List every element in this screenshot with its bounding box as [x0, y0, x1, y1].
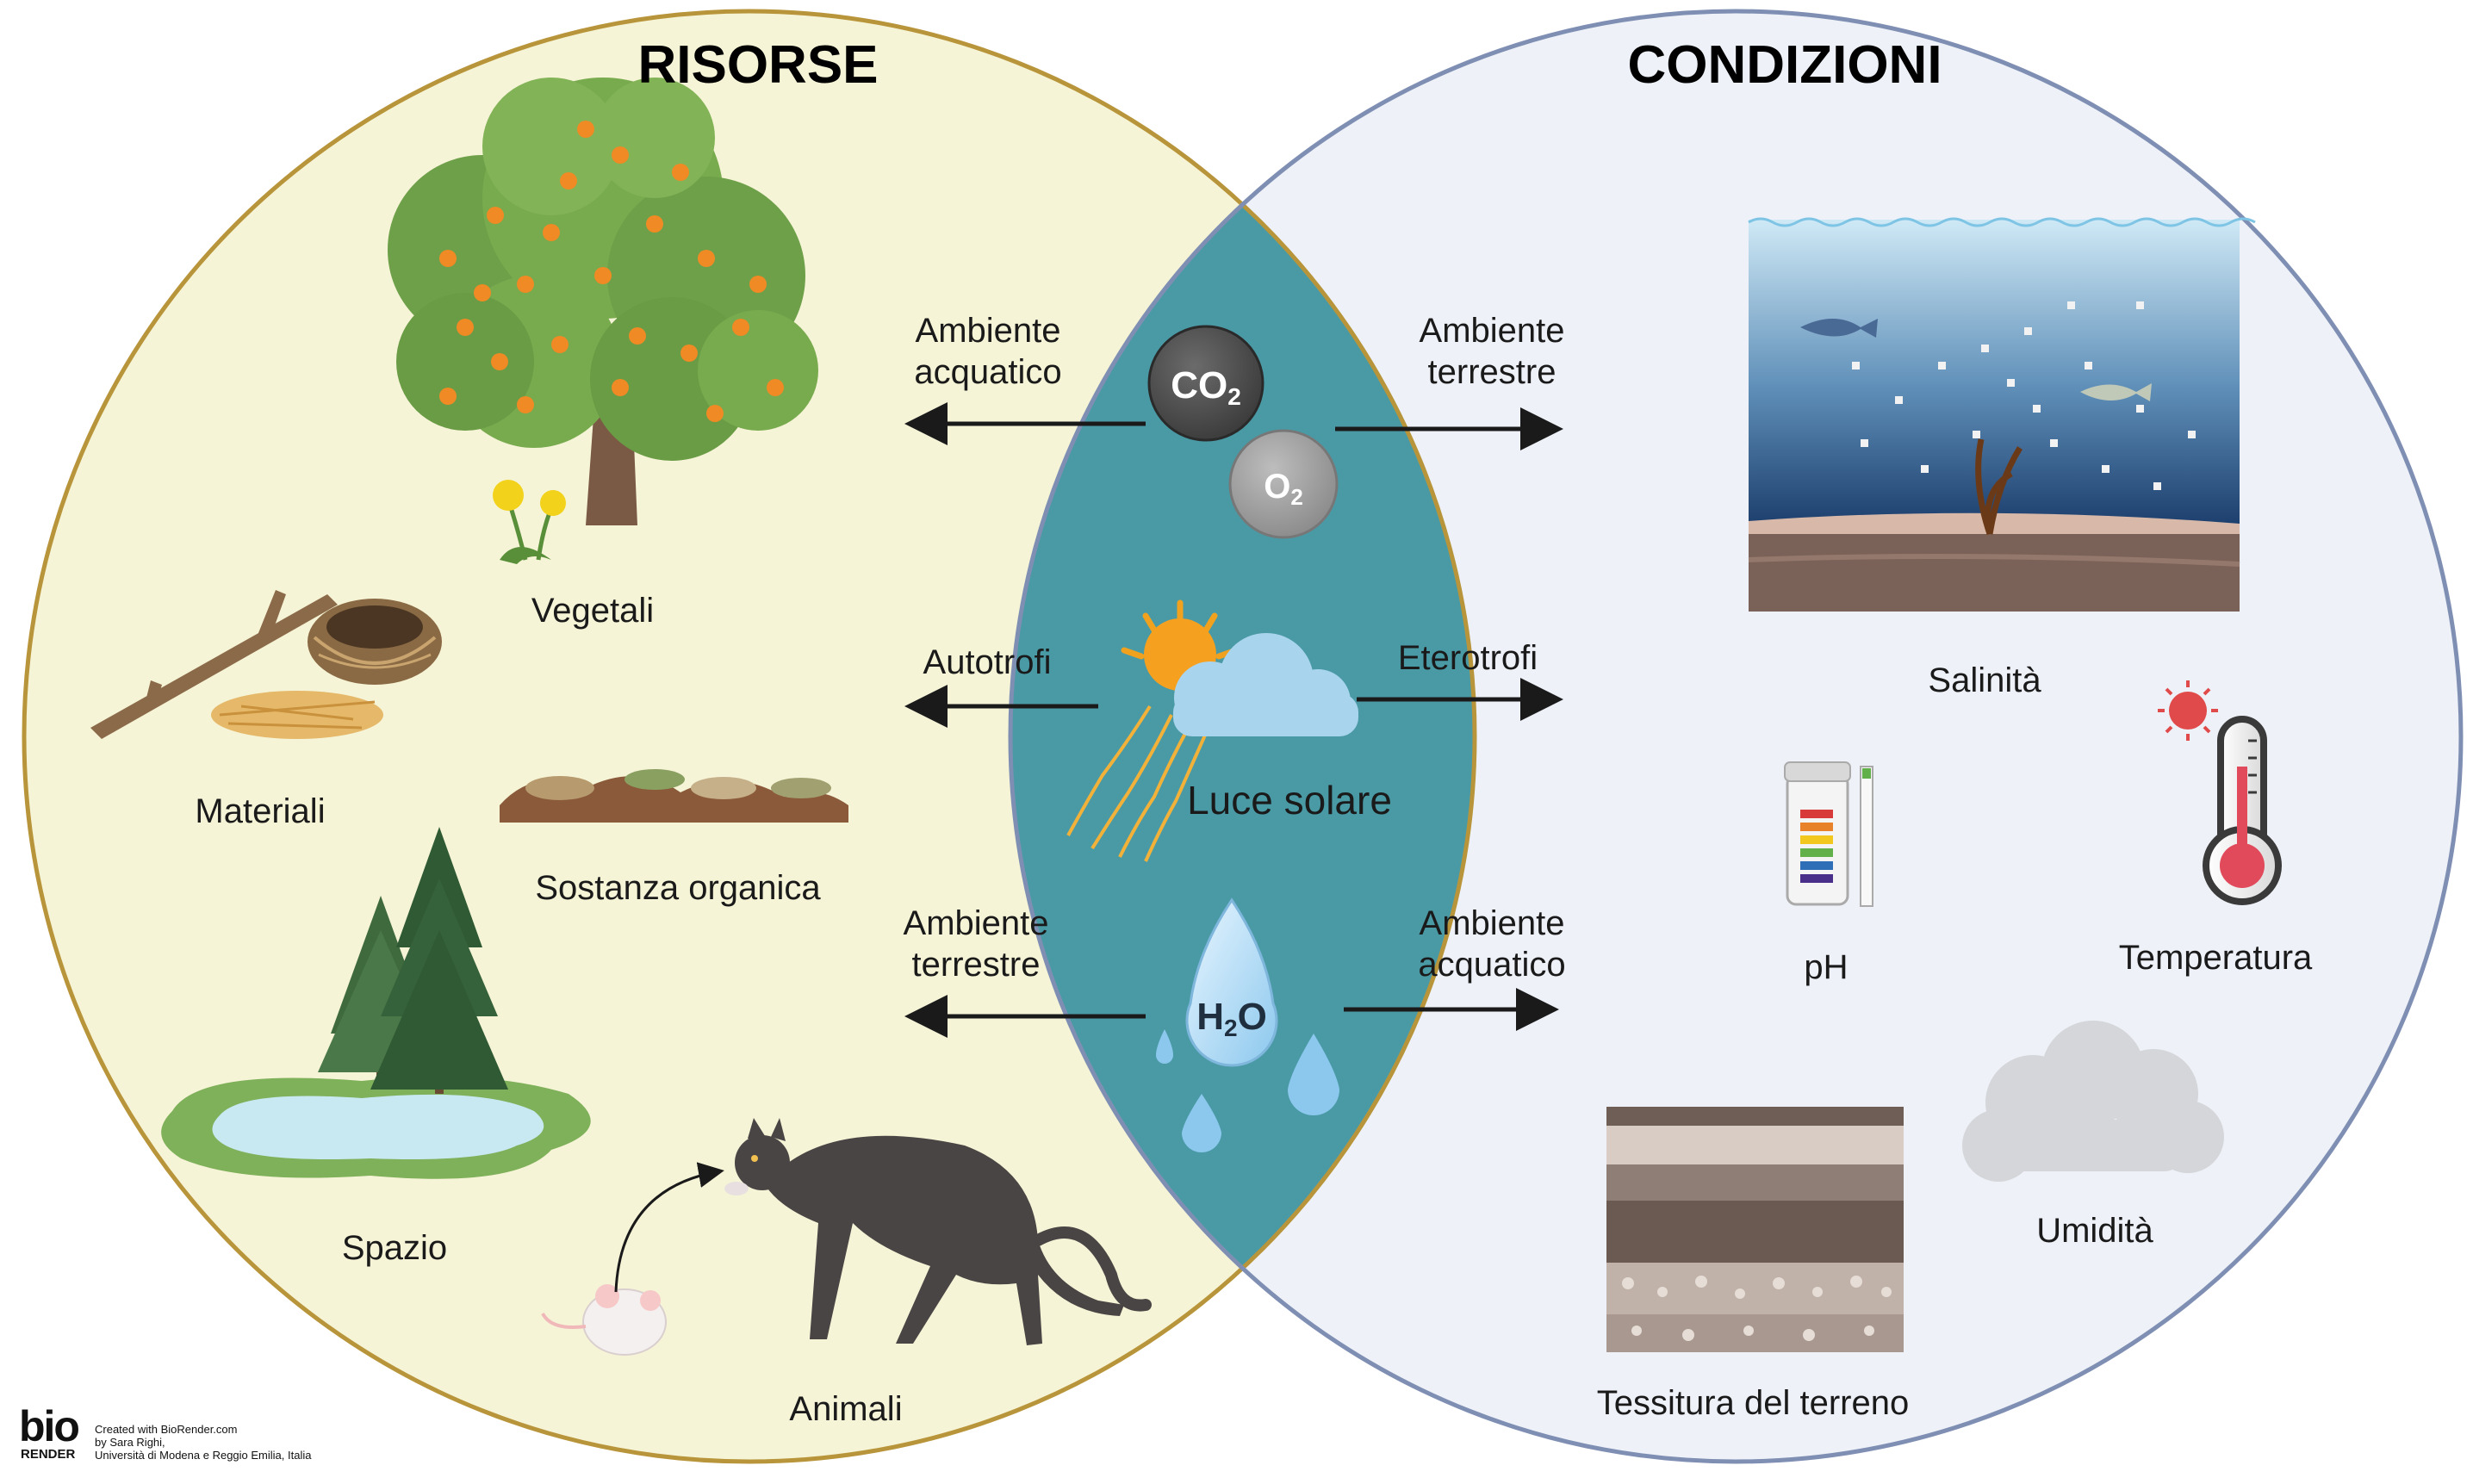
o2-label: O2 [1264, 468, 1303, 510]
credit-text: Created with BioRender.com by Sara Righi… [95, 1423, 312, 1462]
water-drop-icon [1156, 897, 1339, 1152]
label-materiali: Materiali [195, 792, 326, 830]
o2-molecule-icon [1228, 429, 1339, 539]
pine-trees-icon [318, 827, 508, 1094]
soil-layers-icon [1606, 1107, 1904, 1352]
arrows [904, 402, 1563, 1038]
organic-matter-icon [500, 769, 848, 823]
title-risorse: RISORSE [637, 35, 879, 95]
straw-icon [211, 691, 383, 739]
co2-molecule-icon [1147, 325, 1264, 442]
overlap-region [1010, 11, 1475, 1462]
sea-icon [1748, 217, 2256, 612]
ph-test-icon [1784, 761, 1873, 907]
orange-tree-icon [388, 78, 818, 525]
label-salinita: Salinità [1928, 661, 2041, 699]
label-sostanza-organica: Sostanza organica [535, 869, 821, 907]
co2-label: CO2 [1171, 364, 1241, 410]
label-umidita: Umidità [2036, 1212, 2153, 1250]
label-temperatura: Temperatura [2118, 939, 2313, 977]
pond-icon [161, 1077, 591, 1179]
sunlight-rays [1066, 705, 1212, 862]
title-condizioni: CONDIZIONI [1627, 35, 1942, 95]
biorender-logo: bio [19, 1402, 80, 1450]
label-left-mid: Autotrofi [923, 643, 1052, 681]
biorender-credit: bio RENDER Created with BioRender.com by… [19, 1404, 363, 1473]
label-spazio: Spazio [341, 1229, 448, 1267]
cloud-icon [1173, 633, 1358, 736]
humidity-cloud-icon [1962, 1021, 2224, 1182]
label-tessitura: Tessitura del terreno [1596, 1384, 1910, 1422]
branch-icon [90, 590, 338, 739]
label-animali: Animali [789, 1390, 903, 1428]
label-ph: pH [1804, 948, 1849, 986]
cat-icon [724, 1118, 1152, 1345]
biorender-logo-sub: RENDER [21, 1447, 76, 1462]
mouse-icon [541, 1284, 667, 1356]
h2o-label: H2O [1196, 996, 1267, 1041]
label-right-mid: Eterotrofi [1397, 639, 1538, 677]
nest-icon [308, 599, 442, 685]
label-vegetali: Vegetali [531, 592, 655, 630]
dandelion-icon [493, 480, 566, 564]
label-luce-solare: Luce solare [1187, 778, 1392, 823]
predation-arrow [614, 1162, 724, 1293]
thermometer-icon [2158, 680, 2282, 905]
